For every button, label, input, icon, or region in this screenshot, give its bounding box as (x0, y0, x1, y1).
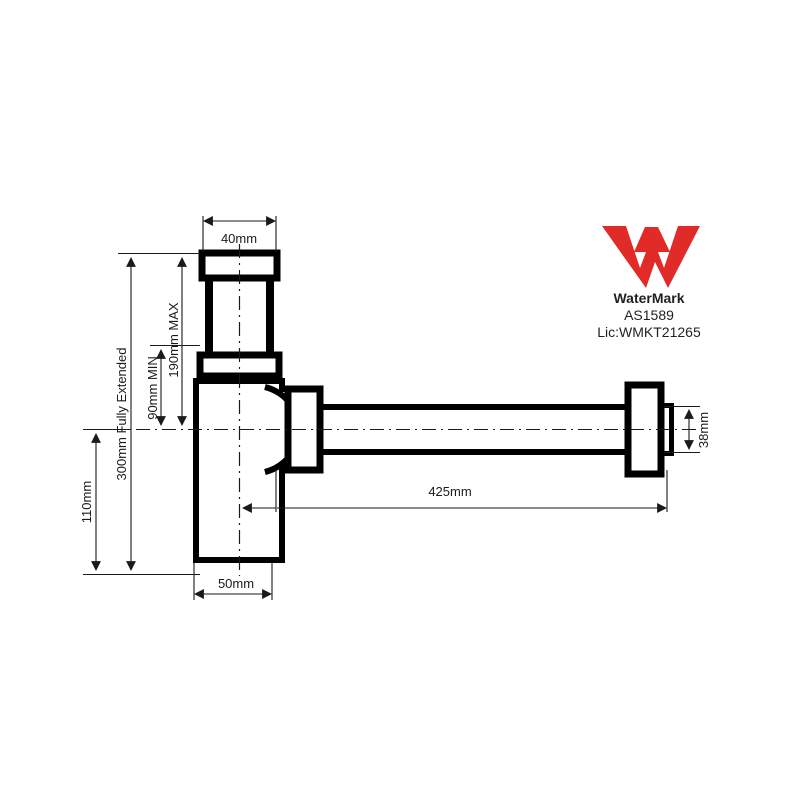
riser-wall-left (205, 278, 213, 358)
wall-flange-nut (624, 381, 665, 478)
dimension-90mm-min (150, 344, 200, 426)
dimension-425mm (242, 470, 668, 513)
riser-collar-nut (196, 351, 283, 380)
outlet-stub-bottom (661, 451, 671, 456)
dimension-label-40mm: 40mm (221, 231, 257, 246)
centrelines-overlay (136, 244, 700, 576)
watermark-name: WaterMark (613, 290, 684, 306)
watermark-standard: AS1589 (624, 307, 674, 323)
dimension-label-38mm: 38mm (696, 412, 711, 448)
outlet-stub-end (669, 403, 674, 456)
watermark-licence: Lic:WMKT21265 (597, 324, 701, 340)
dimension-50mm (193, 563, 273, 600)
outlet-pipe-top-wall (318, 404, 632, 410)
inlet-flange (198, 249, 281, 282)
dimension-40mm (202, 216, 277, 252)
outlet-pipe-bottom-wall (318, 449, 632, 455)
dimension-label-50mm: 50mm (218, 576, 254, 591)
dimension-110mm (83, 428, 131, 576)
dimension-label-190mm-max: 190mm MAX (166, 302, 181, 377)
outlet-stub-top (661, 403, 671, 408)
dimension-label-425mm: 425mm (428, 484, 471, 499)
watermark-logo-block: WaterMark AS1589 Lic:WMKT21265 (597, 226, 701, 340)
riser-wall-right (266, 278, 274, 358)
dimension-label-300mm: 300mm Fully Extended (114, 348, 129, 481)
dimension-300mm-fully-extended (118, 252, 200, 576)
dimension-38mm (664, 405, 700, 454)
dimension-label-110mm: 110mm (79, 481, 94, 523)
dimension-label-90mm-min: 90mm MIN (145, 356, 160, 420)
watermark-w-logo (602, 226, 700, 288)
